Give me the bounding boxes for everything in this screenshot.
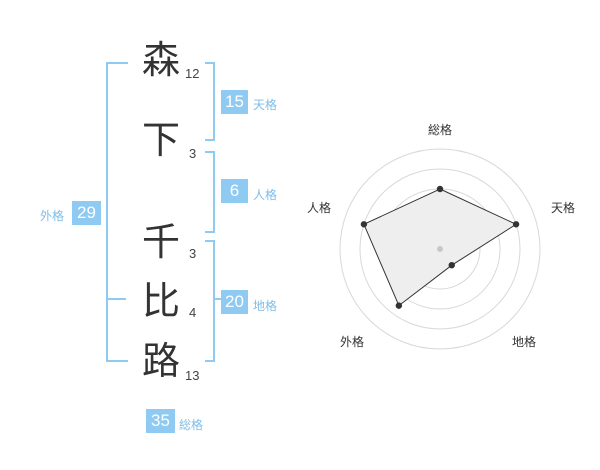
radar-ring-4 [359,168,521,330]
jinkaku-label: 人格 [253,188,278,202]
name-char-2: 下 [141,118,180,162]
radar-point-1 [436,185,444,193]
radar-center-dot [437,246,443,252]
gaikaku-label: 外格 [40,209,65,223]
radar-point-5 [360,221,368,228]
gaikaku-value-box: 29 [72,201,101,225]
gaikaku-bracket [106,62,128,362]
stroke-count-5: 13 [185,368,200,383]
chikaku-label: 地格 [253,299,278,313]
jinkaku-value-box: 6 [221,179,248,203]
name-char-1: 森 [141,38,180,82]
radar-axis-label-tenkaku: 天格 [551,200,575,215]
tenkaku-bracket [205,62,215,141]
name-char-3: 千 [141,220,180,264]
gaikaku-inner-tick [106,298,126,300]
radar-axis-label-chikaku: 地格 [512,334,536,349]
radar-axis-label-jinkaku: 人格 [307,200,331,215]
chikaku-bracket [205,240,215,362]
stroke-count-2: 3 [189,146,197,161]
radar-axis-label-gaikaku: 外格 [340,334,364,349]
radar-axis-label-soukaku: 総格 [428,122,452,137]
name-char-5: 路 [141,339,180,383]
name-char-4: 比 [141,279,180,323]
jinkaku-bracket [205,151,215,233]
radar-point-4 [395,302,403,309]
chikaku-connector [213,298,221,300]
stroke-count-3: 3 [189,246,197,261]
tenkaku-value-box: 15 [221,90,248,114]
soukaku-label: 総格 [179,418,204,432]
soukaku-value-box: 35 [146,409,175,433]
chikaku-value-box: 20 [221,290,248,314]
stroke-count-4: 4 [189,305,197,320]
tenkaku-label: 天格 [253,98,278,112]
stroke-count-1: 12 [185,66,200,81]
radar-point-3 [448,261,455,269]
radar-point-2 [512,221,520,228]
